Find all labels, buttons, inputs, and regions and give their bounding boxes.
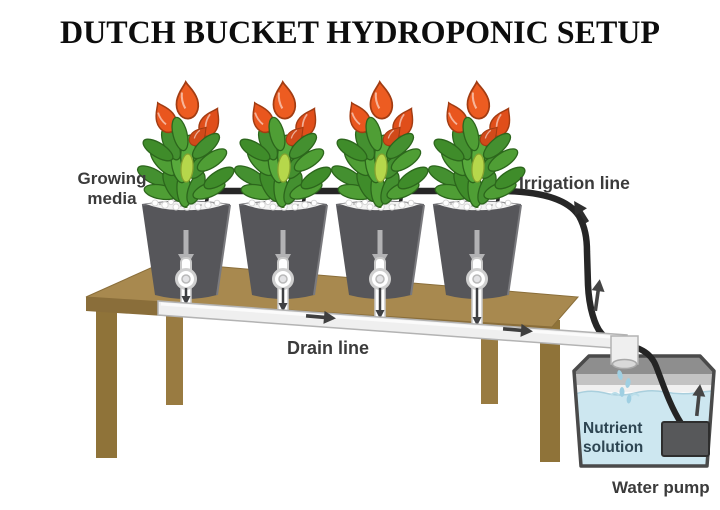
growing-media-label-line1: Growing xyxy=(78,169,147,188)
nutrient-solution-label-line2: solution xyxy=(583,439,643,456)
nutrient-solution-label-line1: Nutrient xyxy=(583,420,642,437)
drain-elbow xyxy=(369,257,391,324)
water-pump xyxy=(661,421,710,457)
water-pump-label: Water pump xyxy=(612,478,710,497)
diagram-title: DUTCH BUCKET HYDROPONIC SETUP xyxy=(60,15,660,51)
irrigation-line-label: Irrigation line xyxy=(519,173,630,193)
growing-media-label-line2: media xyxy=(87,189,137,208)
drain-elbow xyxy=(466,257,488,331)
water-droplets xyxy=(610,370,640,404)
drain-line-label: Drain line xyxy=(287,338,369,358)
table-legs xyxy=(96,298,560,462)
bucket-drain-elbows xyxy=(175,257,488,331)
pointer-arrow-irrigation-label xyxy=(574,200,590,224)
drain-pipe xyxy=(157,300,639,370)
